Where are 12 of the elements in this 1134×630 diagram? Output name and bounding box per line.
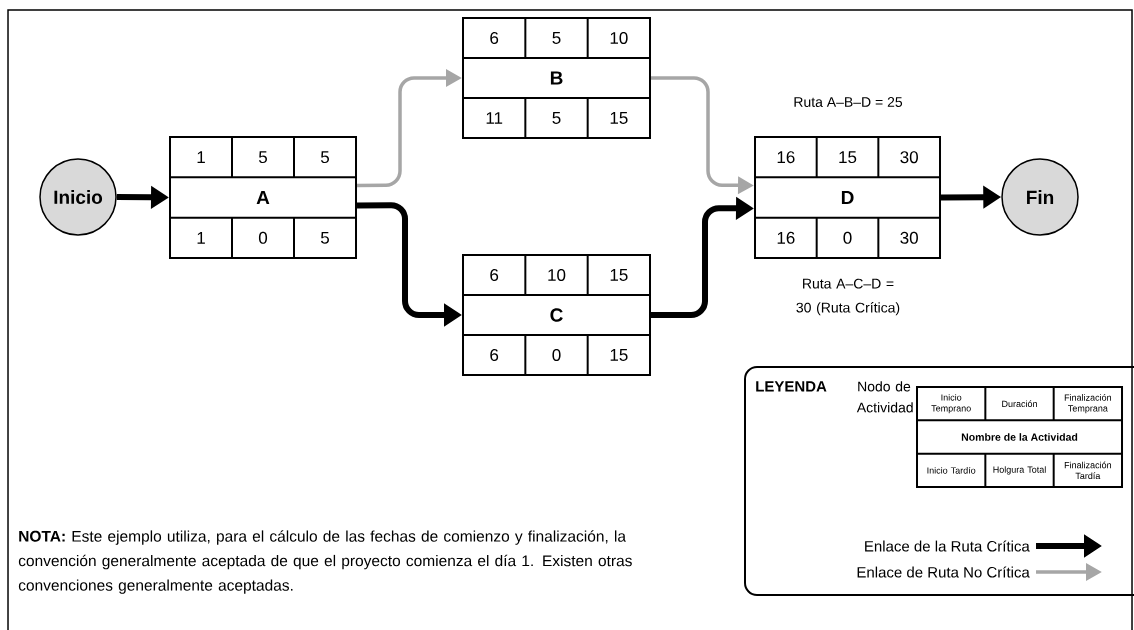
activity-node: 6 5 10 B 11 5 15 <box>462 17 651 139</box>
activity-node: 16 15 30 D 16 0 30 <box>754 136 941 259</box>
legend-text: Enlace de Ruta No Crítica <box>857 566 1030 578</box>
legend-node-sample: Inicio Temprano Duración Finalización Temprana Nombre de la Actividad Inicio Tardío Holgura Total Finalización Tardía <box>916 386 1123 488</box>
legend-text: Enlace de la Ruta Crítica <box>865 540 1030 552</box>
note-text: NOTA: Este ejemplo utiliza, para el cálculo de las fechas de comienzo y finalización, la convención generalmente aceptada de que el proyecto comienza el día 1. Existen otras convenciones generalmente aceptadas. <box>18 530 632 594</box>
legend-title: LEYENDA <box>756 381 827 392</box>
activity-node: 6 10 15 C 6 0 15 <box>462 254 651 376</box>
activity-node: 1 5 5 A 1 0 5 <box>169 136 357 259</box>
legend-node-caption: Nodo de Actividad <box>856 381 913 413</box>
route-note: Ruta A–C–D = 30 (Ruta Crítica) <box>796 278 900 316</box>
route-note: Ruta A–B–D = 25 <box>794 97 903 107</box>
